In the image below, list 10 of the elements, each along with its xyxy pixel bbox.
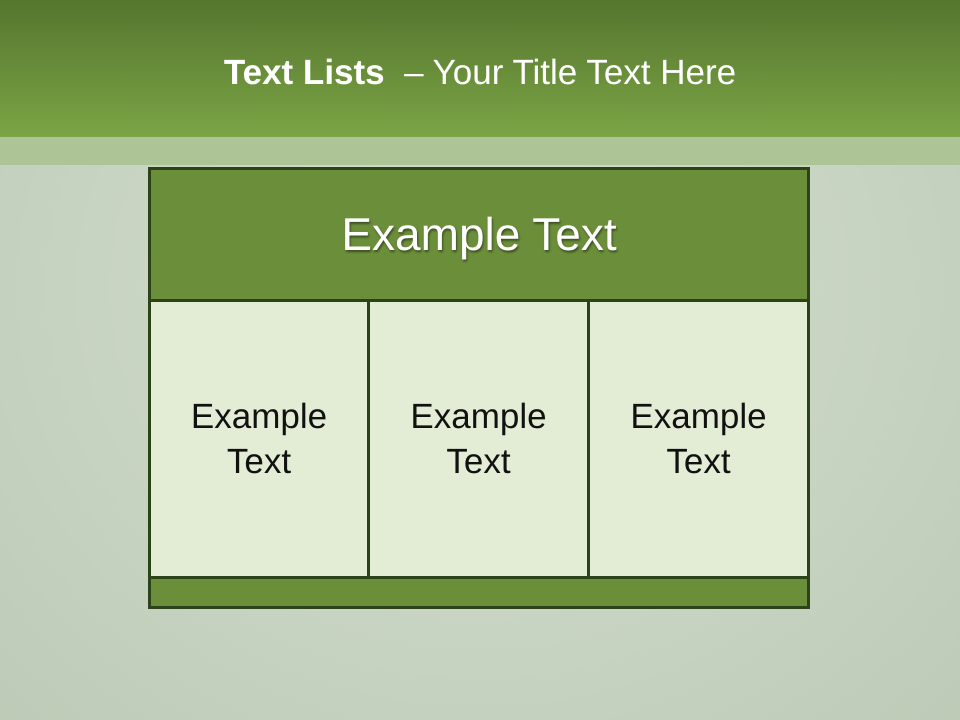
panel-text: Example Text: [409, 396, 548, 483]
panel-text: Example Text: [190, 396, 328, 483]
panel-text: Example Text: [629, 396, 768, 483]
content-panel: [148, 299, 370, 579]
header-text: Example Text: [341, 206, 617, 262]
footer-bar: [148, 576, 810, 609]
header-band: [148, 167, 810, 302]
content-panel: [587, 299, 810, 579]
slide-title: Text Lists – Your Title Text Here: [224, 53, 736, 92]
content-panel: [367, 299, 590, 579]
